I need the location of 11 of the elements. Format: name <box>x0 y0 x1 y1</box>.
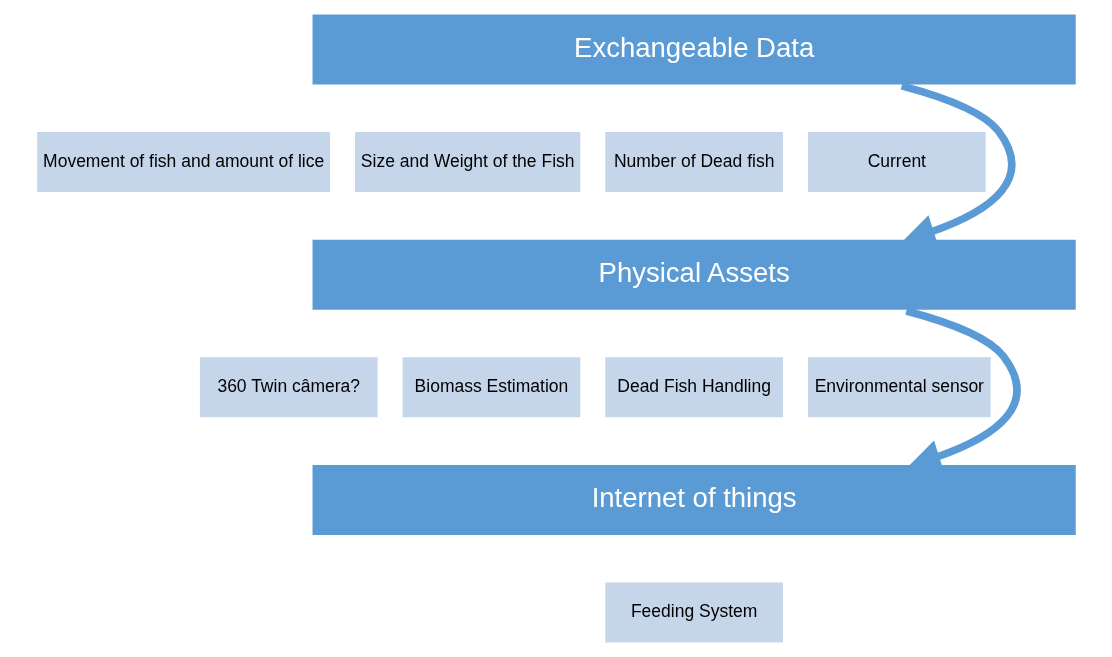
node-box: Environmental sensor <box>805 354 993 420</box>
node-box: Exchangeable Data <box>309 11 1078 87</box>
node-box: Feeding System <box>602 580 785 646</box>
node-box: Current <box>805 129 988 195</box>
node-box: Number of Dead fish <box>602 129 785 195</box>
node-box: Size and Weight of the Fish <box>352 129 583 195</box>
node-box: Internet of things <box>309 462 1078 538</box>
node-box: Movement of fish and amount of lice <box>34 129 333 195</box>
node-box: Dead Fish Handling <box>602 354 785 420</box>
node-box: Physical Assets <box>309 237 1078 313</box>
node-box: Biomass Estimation <box>399 354 583 420</box>
